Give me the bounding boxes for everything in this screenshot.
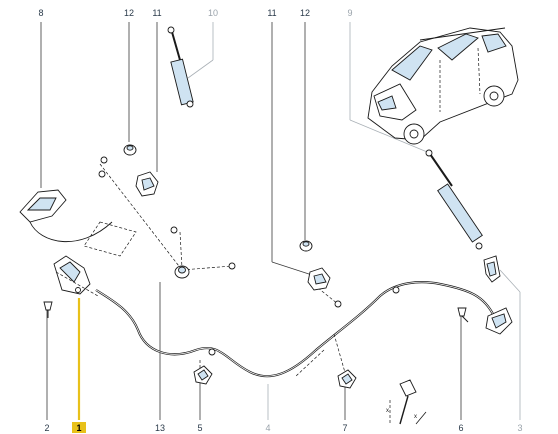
callout-1: 1 <box>76 423 81 433</box>
cable-clip-5 <box>193 365 213 385</box>
release-cable <box>95 281 495 378</box>
svg-text:x: x <box>386 408 389 414</box>
hood-stop-left <box>135 171 159 197</box>
small-clips <box>98 156 342 308</box>
callout-9: 9 <box>347 8 352 18</box>
hood-stop-right <box>307 267 331 291</box>
callout-labels: 8 12 11 10 11 12 9 2 1 13 5 4 7 6 3 <box>38 8 523 433</box>
callout-4: 4 <box>265 423 270 433</box>
screw-detail-icon: x x <box>386 379 427 425</box>
callout-12-left: 12 <box>124 8 134 18</box>
release-handle <box>19 189 137 257</box>
guide-dashes <box>99 163 347 377</box>
gas-strut-top <box>167 26 194 108</box>
cable-clip-7 <box>337 369 357 389</box>
callout-8: 8 <box>38 8 43 18</box>
bolt-left <box>43 301 53 318</box>
vehicle-illustration <box>367 27 519 145</box>
hood-lock <box>53 255 99 297</box>
callout-2: 2 <box>44 423 49 433</box>
buffer-right <box>299 240 313 252</box>
callout-7: 7 <box>342 423 347 433</box>
callout-10: 10 <box>208 8 218 18</box>
callout-3: 3 <box>517 423 522 433</box>
grommet <box>174 265 190 279</box>
gas-strut-right <box>425 149 483 250</box>
callout-13: 13 <box>155 423 165 433</box>
callout-6: 6 <box>458 423 463 433</box>
buffer-left <box>123 144 137 156</box>
callout-5: 5 <box>197 423 202 433</box>
callout-12-right: 12 <box>300 8 310 18</box>
hood-latch-right <box>483 255 513 335</box>
bolt-right <box>457 307 469 323</box>
svg-text:x: x <box>414 414 417 420</box>
callout-11-right: 11 <box>267 8 276 18</box>
callout-1-highlight <box>72 422 86 433</box>
callout-11-left: 11 <box>152 8 161 18</box>
